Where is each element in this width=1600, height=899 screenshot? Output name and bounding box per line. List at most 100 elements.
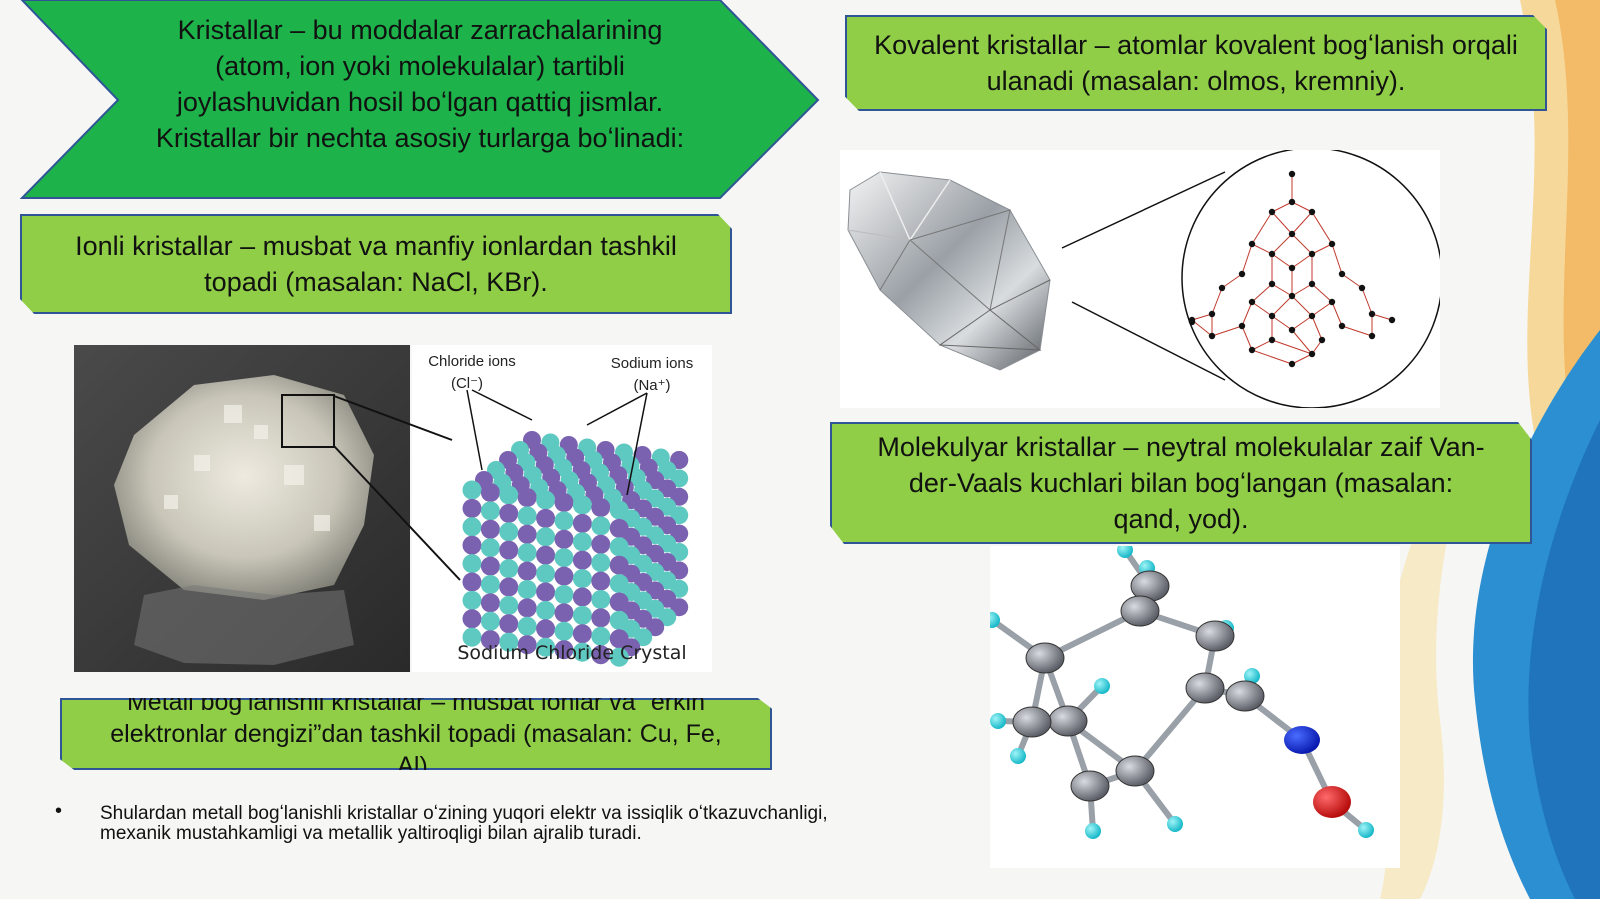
nacl-ion (591, 590, 611, 609)
lattice-bond (1271, 233, 1293, 255)
sodium-label: Sodium ions (610, 355, 694, 372)
nacl-ion (554, 621, 574, 641)
lattice-atom (1358, 284, 1366, 292)
bullet-marker: • (55, 800, 63, 822)
nacl-ion (517, 561, 537, 581)
lattice-bond (1271, 211, 1293, 235)
lattice-atom (1238, 270, 1246, 278)
hydrogen-atom (1167, 816, 1183, 832)
intro-text: Kristallar – bu moddalar zarrachalarinin… (155, 15, 685, 153)
nacl-ion (480, 519, 500, 539)
lattice-bond (1291, 295, 1313, 317)
hydrogen-atom (1117, 542, 1133, 558)
nacl-ion (572, 532, 592, 552)
lattice-atom (1288, 230, 1296, 238)
molecule-figure (984, 542, 1400, 868)
lattice-atom (1368, 332, 1376, 340)
lattice-bond (1221, 273, 1243, 289)
lattice-atom (1388, 316, 1396, 324)
nacl-ion (572, 605, 592, 625)
lattice-bond (1291, 211, 1313, 235)
lattice-bond (1331, 301, 1343, 327)
nacl-ion (572, 569, 592, 589)
nacl-ion (499, 522, 519, 542)
nacl-ion (573, 496, 592, 514)
lattice-bond (1291, 233, 1313, 255)
nacl-ion (480, 556, 500, 576)
hydrogen-atom (1085, 823, 1101, 839)
lattice-atom (1268, 250, 1276, 258)
carbon-atom (1225, 680, 1265, 712)
lattice-bond (1271, 253, 1293, 269)
nacl-ion (536, 564, 556, 584)
lattice-atom (1308, 350, 1316, 358)
nacl-cube-diagram (459, 389, 703, 699)
nacl-ion (499, 614, 519, 634)
lattice-bond (1371, 313, 1393, 321)
nacl-ion (572, 587, 592, 607)
lattice-bond (1291, 353, 1313, 365)
nacl-ion (670, 451, 689, 469)
lattice-bond (1291, 315, 1313, 331)
nacl-ion (554, 566, 574, 586)
lattice-bond (1311, 243, 1333, 255)
lattice-atom (1208, 310, 1216, 318)
nacl-ion (462, 627, 482, 647)
lattice-bond (1191, 313, 1213, 321)
lattice-bond (1311, 211, 1333, 245)
nacl-ion (499, 540, 519, 560)
lattice-atom (1328, 240, 1336, 248)
lattice-atom (1318, 336, 1326, 344)
nacl-ion (610, 648, 629, 667)
lattice-bond (1311, 301, 1333, 317)
nacl-ion (554, 511, 574, 531)
nacl-ion (555, 493, 573, 512)
bullet-text: Shulardan metall bogʻlanishli kristallar… (100, 803, 828, 844)
hydrogen-atom (1244, 668, 1260, 684)
nacl-ion (536, 619, 556, 639)
nacl-ion (462, 590, 482, 610)
nacl-ion (554, 603, 574, 623)
nacl-ion (591, 571, 611, 591)
nacl-ion (536, 582, 556, 602)
nacl-ion (670, 506, 689, 525)
nacl-ion (554, 529, 574, 549)
lattice-atom (1308, 312, 1316, 320)
nacl-ion (462, 609, 482, 629)
carbon-atom (1185, 672, 1225, 704)
nacl-ion (536, 508, 556, 528)
lattice-atom (1268, 336, 1276, 344)
nacl-ion (658, 608, 677, 627)
nacl-ion (517, 543, 537, 563)
nacl-ion (670, 579, 689, 598)
nacl-ion (481, 483, 500, 502)
nacl-ion (591, 534, 611, 554)
lattice-atom (1288, 170, 1296, 178)
nacl-ion (462, 517, 482, 537)
ion-pointer-line (586, 392, 648, 426)
nacl-ion (634, 628, 653, 647)
lattice-atom (1248, 298, 1256, 306)
nacl-ion (591, 516, 611, 536)
lattice-bond (1251, 243, 1273, 255)
lattice-atom (1338, 270, 1346, 278)
lattice-bond (1251, 339, 1273, 351)
nacl-ion (462, 554, 482, 574)
nacl-ion (499, 595, 519, 615)
hydrogen-atom (1358, 822, 1374, 838)
lattice-bond (1271, 295, 1293, 317)
lattice-bond (1271, 283, 1293, 297)
diamond-figure (840, 147, 1443, 409)
lattice-bond (1271, 339, 1313, 355)
carbon-atom (1195, 620, 1235, 652)
lattice-atom (1208, 332, 1216, 340)
nacl-caption: Sodium Chloride Crystal (457, 642, 687, 664)
lattice-bond (1191, 319, 1213, 337)
nacl-ion (536, 600, 556, 620)
lattice-atom (1188, 318, 1196, 326)
molecular-crystals-box: Molekulyar kristallar – neytral molekula… (830, 422, 1532, 544)
zoom-lines (333, 395, 461, 581)
nacl-ion (591, 626, 611, 646)
lattice-atom (1368, 310, 1376, 318)
lattice-bond (1341, 273, 1363, 289)
